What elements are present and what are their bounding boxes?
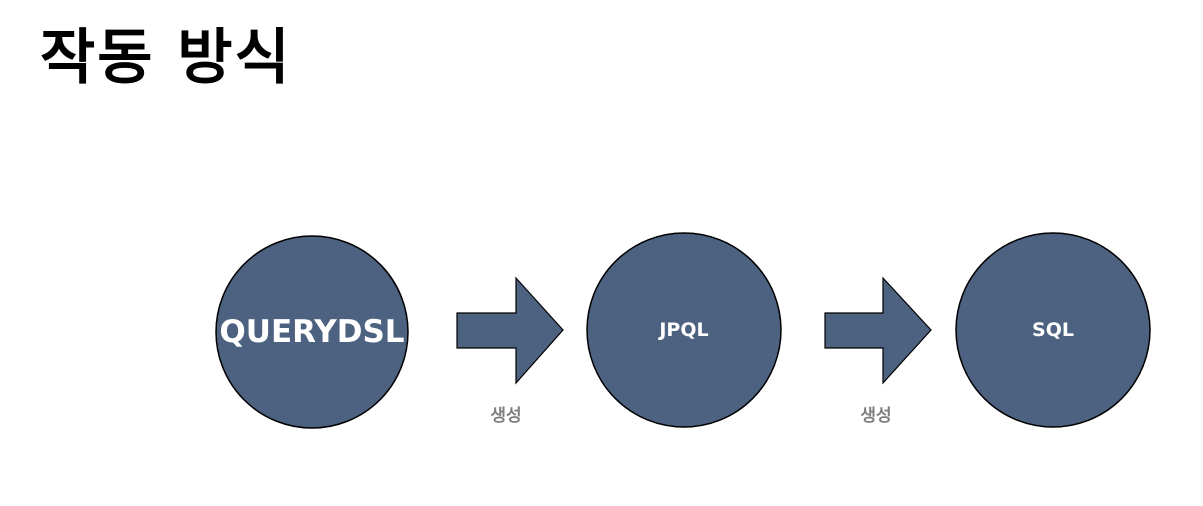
node-querydsl-label: QUERYDSL	[219, 314, 404, 350]
node-querydsl: QUERYDSL	[215, 235, 409, 429]
edge-querydsl-to-jpql: 생성	[456, 276, 564, 426]
node-sql-label: SQL	[1032, 319, 1074, 341]
node-querydsl-circle	[215, 235, 409, 429]
edge-jpql-to-sql: 생성	[824, 276, 932, 426]
node-sql: SQL	[955, 232, 1151, 428]
slide-title: 작동 방식	[40, 23, 292, 93]
right-arrow-icon	[824, 276, 932, 385]
node-jpql-label: JPQL	[657, 319, 708, 341]
right-arrow-icon	[456, 276, 564, 385]
edge-label-generate-2: 생성	[860, 406, 891, 426]
node-jpql: JPQL	[586, 232, 782, 428]
edge-label-generate-1: 생성	[490, 406, 521, 426]
node-jpql-circle	[586, 232, 782, 428]
node-sql-circle	[955, 232, 1151, 428]
